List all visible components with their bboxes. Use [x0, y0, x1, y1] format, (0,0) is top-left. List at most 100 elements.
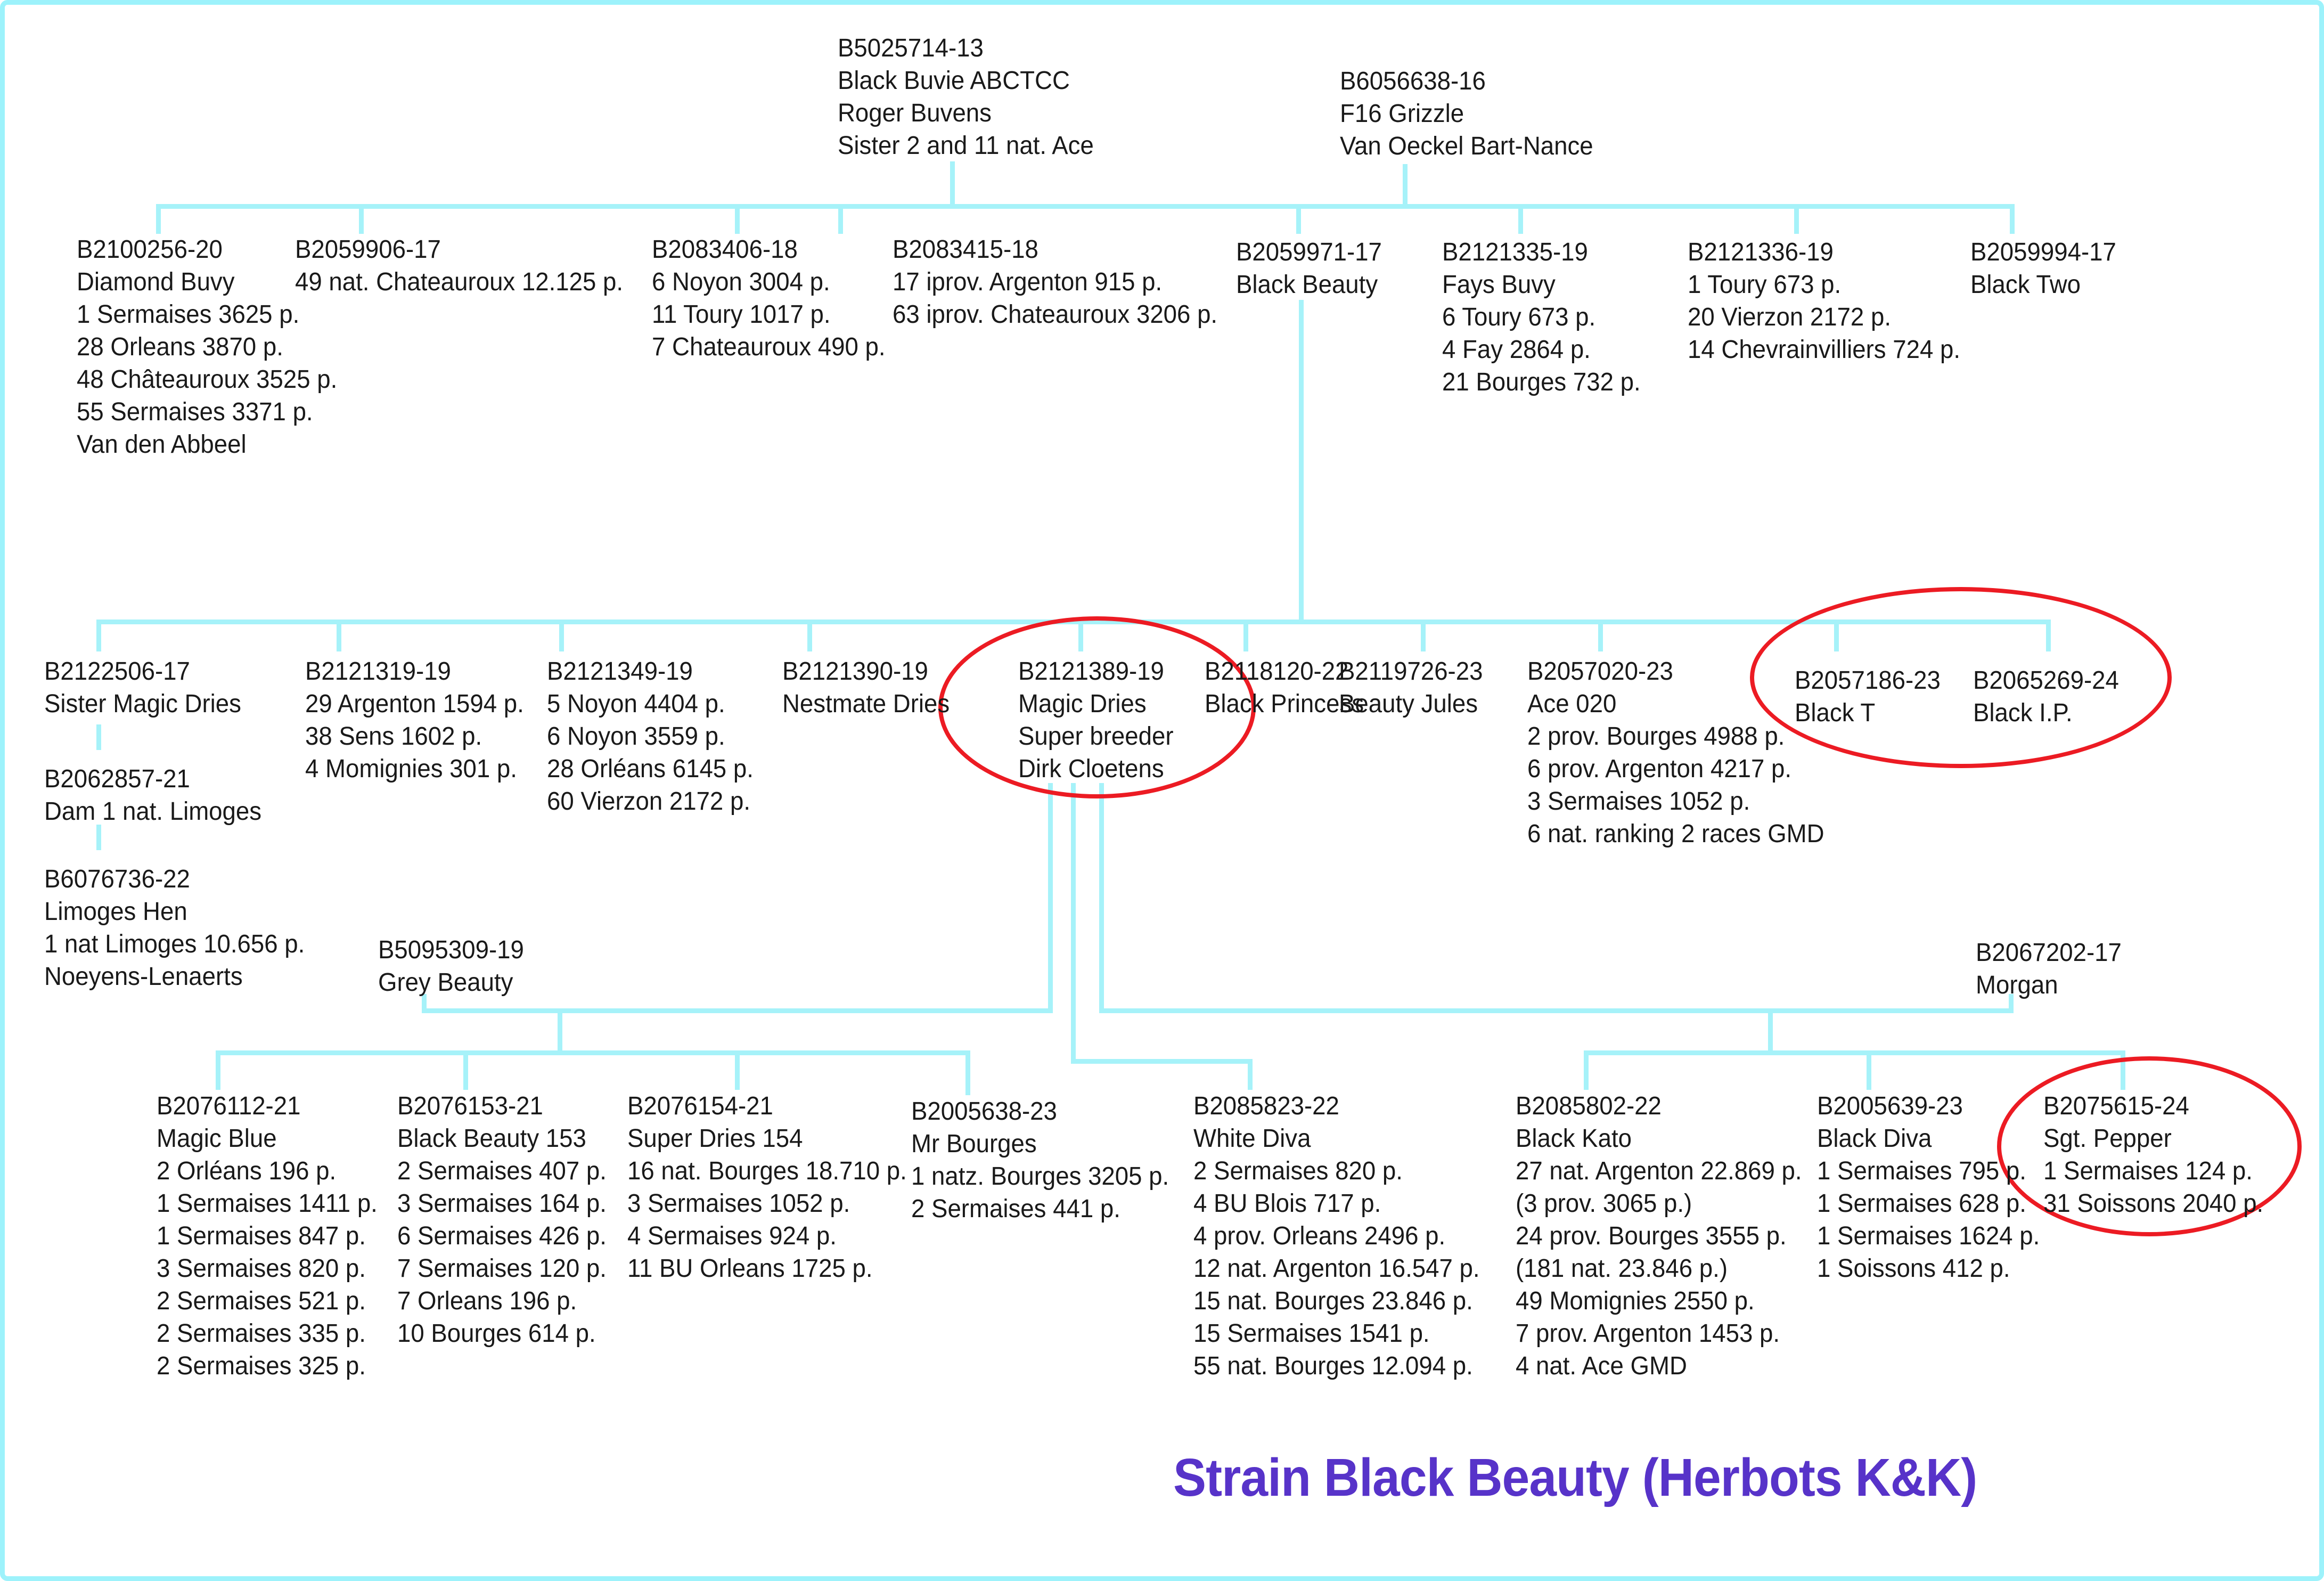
- pedigree-node-line: 7 Orleans 196 p.: [397, 1287, 577, 1315]
- pedigree-node-line: 49 Momignies 2550 p.: [1516, 1287, 1755, 1315]
- pedigree-node-line: 1 Sermaises 795 p.: [1817, 1157, 2026, 1185]
- connector-line: [1584, 1050, 2125, 1055]
- pedigree-node-line: Van den Abbeel: [77, 430, 247, 459]
- pedigree-node-line: (181 nat. 23.846 p.): [1516, 1254, 1728, 1283]
- pedigree-node-line: Grey Beauty: [378, 968, 513, 997]
- pedigree-node-line: 2 Sermaises 335 p.: [157, 1319, 366, 1348]
- pedigree-node-line: B2121319-19: [305, 657, 451, 686]
- connector-line: [1584, 1050, 1589, 1090]
- connector-line: [1071, 1059, 1253, 1064]
- pedigree-node-line: 29 Argenton 1594 p.: [305, 690, 524, 718]
- connector-line: [156, 204, 2015, 209]
- pedigree-node-line: B2059906-17: [295, 235, 441, 264]
- connector-line: [96, 825, 101, 850]
- pedigree-node-line: B6076736-22: [44, 865, 190, 893]
- pedigree-node-line: B2121335-19: [1442, 238, 1588, 266]
- pedigree-node-line: 1 Soissons 412 p.: [1817, 1254, 2010, 1283]
- pedigree-node-line: 2 Sermaises 441 p.: [911, 1195, 1120, 1223]
- pedigree-node-line: 3 Sermaises 1052 p.: [627, 1189, 850, 1218]
- pedigree-node-line: B2121389-19: [1018, 657, 1164, 686]
- pedigree-node-line: 7 Sermaises 120 p.: [397, 1254, 607, 1283]
- pedigree-node-line: 15 nat. Bourges 23.846 p.: [1193, 1287, 1473, 1315]
- pedigree-node-line: 1 Toury 673 p.: [1688, 271, 1842, 299]
- highlight-ellipse: [1997, 1056, 2302, 1236]
- pedigree-node-line: Mr Bourges: [911, 1130, 1037, 1158]
- pedigree-node-line: 1 natz. Bourges 3205 p.: [911, 1162, 1169, 1191]
- pedigree-node-line: B2059994-17: [1970, 238, 2116, 266]
- pedigree-node-line: 6 Noyon 3004 p.: [652, 268, 830, 296]
- pedigree-node-line: B6056638-16: [1340, 67, 1486, 95]
- pedigree-node-line: 2 Orléans 196 p.: [157, 1157, 337, 1185]
- pedigree-node-line: Ace 020: [1527, 690, 1617, 718]
- pedigree-node-line: 28 Orléans 6145 p.: [547, 755, 754, 783]
- connector-line: [1768, 1013, 1773, 1050]
- pedigree-node-line: 1 Sermaises 1624 p.: [1817, 1222, 2040, 1250]
- pedigree-node-line: 14 Chevrainvilliers 724 p.: [1688, 336, 1961, 364]
- connector-line: [1598, 620, 1603, 651]
- pedigree-node-line: Sister 2 and 11 nat. Ace: [838, 132, 1094, 160]
- pedigree-node-line: B2085823-22: [1193, 1092, 1339, 1120]
- pedigree-node-line: B2057020-23: [1527, 657, 1673, 686]
- pedigree-node-line: B2076112-21: [157, 1092, 301, 1120]
- pedigree-node-line: 2 Sermaises 820 p.: [1193, 1157, 1403, 1185]
- connector-line: [337, 620, 341, 651]
- connector-line: [216, 1050, 220, 1090]
- pedigree-node-line: 10 Bourges 614 p.: [397, 1319, 596, 1348]
- pedigree-node-line: 15 Sermaises 1541 p.: [1193, 1319, 1430, 1348]
- pedigree-node-line: B2076153-21: [397, 1092, 543, 1120]
- pedigree-node-line: 48 Châteauroux 3525 p.: [77, 365, 338, 394]
- pedigree-node-line: Magic Blue: [157, 1124, 277, 1153]
- pedigree-node-line: B2062857-21: [44, 765, 190, 793]
- pedigree-node-line: Black I.P.: [1973, 699, 2073, 727]
- connector-line: [422, 994, 427, 1013]
- connector-line: [965, 1050, 970, 1095]
- connector-line: [1296, 204, 1301, 234]
- connector-line: [950, 161, 955, 209]
- pedigree-node-line: 4 BU Blois 717 p.: [1193, 1189, 1381, 1218]
- connector-line: [1243, 620, 1248, 651]
- connector-line: [96, 724, 101, 750]
- pedigree-node-line: 4 nat. Ace GMD: [1516, 1352, 1687, 1380]
- pedigree-node-line: B2075615-24: [2043, 1092, 2189, 1120]
- pedigree-node-line: B2057186-23: [1795, 666, 1941, 695]
- pedigree-node-line: Dam 1 nat. Limoges: [44, 797, 262, 826]
- pedigree-node-line: 4 Fay 2864 p.: [1442, 336, 1591, 364]
- pedigree-node-line: (3 prov. 3065 p.): [1516, 1189, 1692, 1218]
- connector-line: [1048, 783, 1053, 1013]
- connector-line: [1794, 204, 1799, 234]
- pedigree-node-line: 11 BU Orleans 1725 p.: [627, 1254, 873, 1283]
- pedigree-node-line: B2121336-19: [1688, 238, 1834, 266]
- pedigree-node-line: B2119726-23: [1339, 657, 1483, 686]
- pedigree-node-line: Diamond Buvy: [77, 268, 235, 296]
- pedigree-node-line: Super Dries 154: [627, 1124, 803, 1153]
- pedigree-node-line: 1 Sermaises 3625 p.: [77, 300, 300, 329]
- pedigree-node-line: Limoges Hen: [44, 898, 187, 926]
- connector-line: [1099, 783, 1104, 1013]
- pedigree-node-line: Black Buvie ABCTCC: [838, 67, 1070, 95]
- pedigree-node-line: Black Kato: [1516, 1124, 1632, 1153]
- pedigree-node-line: 27 nat. Argenton 22.869 p.: [1516, 1157, 1802, 1185]
- pedigree-node-line: 5 Noyon 4404 p.: [547, 690, 725, 718]
- pedigree-node-line: Sgt. Pepper: [2043, 1124, 2172, 1153]
- pedigree-node-line: 2 Sermaises 407 p.: [397, 1157, 607, 1185]
- pedigree-node-line: Black T: [1795, 699, 1876, 727]
- connector-line: [422, 1008, 1053, 1013]
- pedigree-node-line: 49 nat. Chateauroux 12.125 p.: [295, 268, 624, 296]
